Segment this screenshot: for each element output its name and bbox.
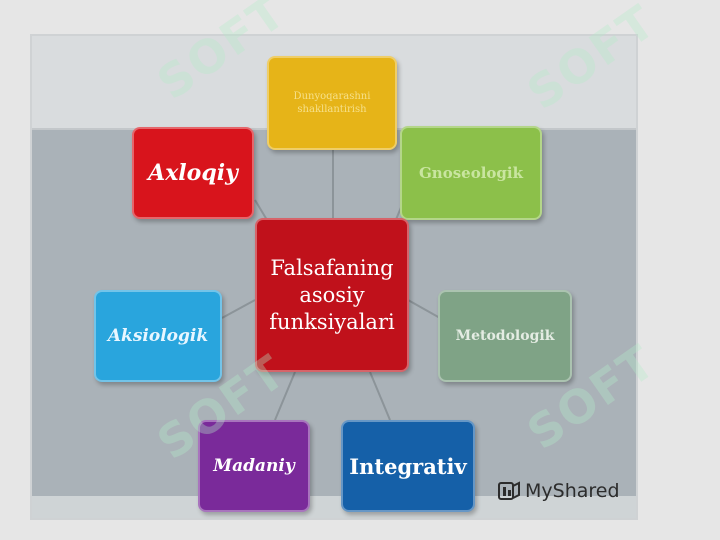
node-gnoseologik: Gnoseologik (400, 126, 542, 220)
slide-footer-band (32, 496, 636, 518)
myshared-logo-icon (498, 481, 520, 500)
connector-metodologik (407, 299, 441, 319)
connector-madaniy (274, 371, 296, 421)
connector-integrativ (369, 371, 391, 421)
node-center: Falsafaning asosiy funksiyalari (255, 218, 409, 372)
node-metodologik-label: Metodologik (455, 328, 555, 344)
node-integrativ: Integrativ (341, 420, 475, 512)
node-axloqiy: Axloqiy (132, 127, 254, 219)
connector-aksiologik (221, 299, 256, 319)
myshared-logo: MyShared (497, 478, 620, 504)
node-madaniy: Madaniy (198, 420, 310, 512)
myshared-logo-text: MyShared (525, 480, 620, 502)
node-center-label: Falsafaning asosiy funksiyalari (269, 255, 395, 334)
node-top: Dunyoqarashni shakllantirish (267, 56, 397, 150)
node-top-label: Dunyoqarashni shakllantirish (293, 91, 371, 115)
node-gnoseologik-label: Gnoseologik (419, 164, 523, 182)
node-aksiologik: Aksiologik (94, 290, 222, 382)
node-integrativ-label: Integrativ (349, 453, 467, 479)
node-metodologik: Metodologik (438, 290, 572, 382)
node-madaniy-label: Madaniy (213, 456, 295, 476)
node-axloqiy-label: Axloqiy (148, 160, 238, 186)
node-aksiologik-label: Aksiologik (107, 326, 209, 346)
